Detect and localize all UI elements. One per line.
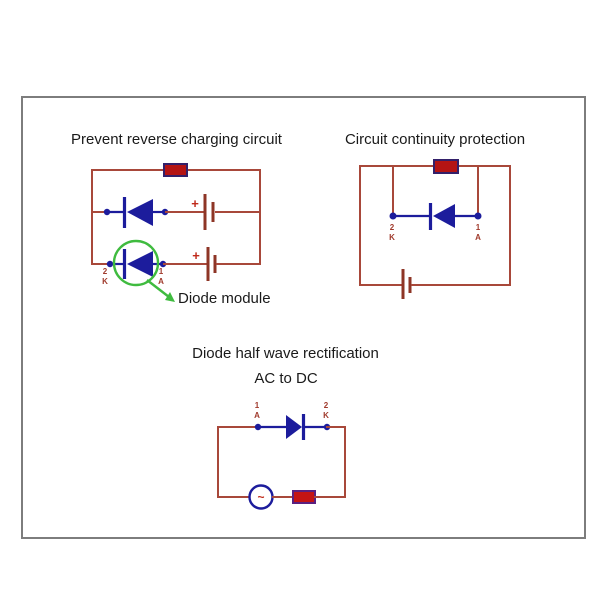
c2-node-dot-left	[389, 212, 397, 220]
c1-upper-battery-plus: +	[191, 196, 199, 211]
circuit1-title: Prevent reverse charging circuit	[71, 131, 282, 148]
circuit3-title-line1: Diode half wave rectification	[192, 345, 379, 362]
c1-pin-label-2: 2	[103, 267, 108, 276]
c1-upper-diode-triangle-icon	[127, 199, 153, 226]
c1-callout-arrow-line	[146, 279, 170, 298]
c1-upper-node-dot-left	[103, 208, 111, 216]
c1-lower-diode-triangle-icon	[127, 251, 153, 277]
c3-node-dot-left	[254, 423, 262, 431]
c1-callout-arrowhead-icon	[165, 292, 175, 302]
c3-ac-wave-symbol: ~	[257, 490, 264, 504]
diode-module-callout-label: Diode module	[178, 290, 271, 307]
c2-pin-label-k: K	[389, 233, 395, 242]
circuit1-prevent-reverse-diagram: + + 2 K 1 A	[91, 163, 261, 302]
c3-pin-label-k: K	[323, 411, 329, 420]
c2-pin-label-a: A	[475, 233, 481, 242]
c1-pin-label-1: 1	[159, 267, 164, 276]
c1-highlight-circle	[112, 239, 160, 287]
circuit2-continuity-protection-diagram: 2 K 1 A	[359, 159, 511, 299]
c3-pin-label-1: 1	[255, 401, 260, 410]
c1-pin-label-k: K	[102, 277, 108, 286]
c3-diode-triangle-icon	[286, 415, 302, 439]
c2-diode-triangle-icon	[433, 204, 455, 228]
c1-lower-node-dot-left	[106, 260, 114, 268]
c2-node-dot-right	[474, 212, 482, 220]
c3-pin-label-2: 2	[324, 401, 329, 410]
c2-pin-label-1: 1	[476, 223, 481, 232]
circuit3-title-line2: AC to DC	[254, 370, 318, 387]
c2-pin-label-2: 2	[390, 223, 395, 232]
circuit2-title: Circuit continuity protection	[344, 131, 526, 148]
circuit3-half-wave-rectification-diagram: 1 A 2 K ~	[217, 401, 346, 510]
c3-pin-label-a: A	[254, 411, 260, 420]
c1-lower-battery-plus: +	[192, 248, 200, 263]
c2-resistor-icon	[433, 159, 459, 174]
c1-resistor-icon	[163, 163, 188, 177]
c3-resistor-icon	[292, 490, 316, 504]
c1-pin-label-a: A	[158, 277, 164, 286]
